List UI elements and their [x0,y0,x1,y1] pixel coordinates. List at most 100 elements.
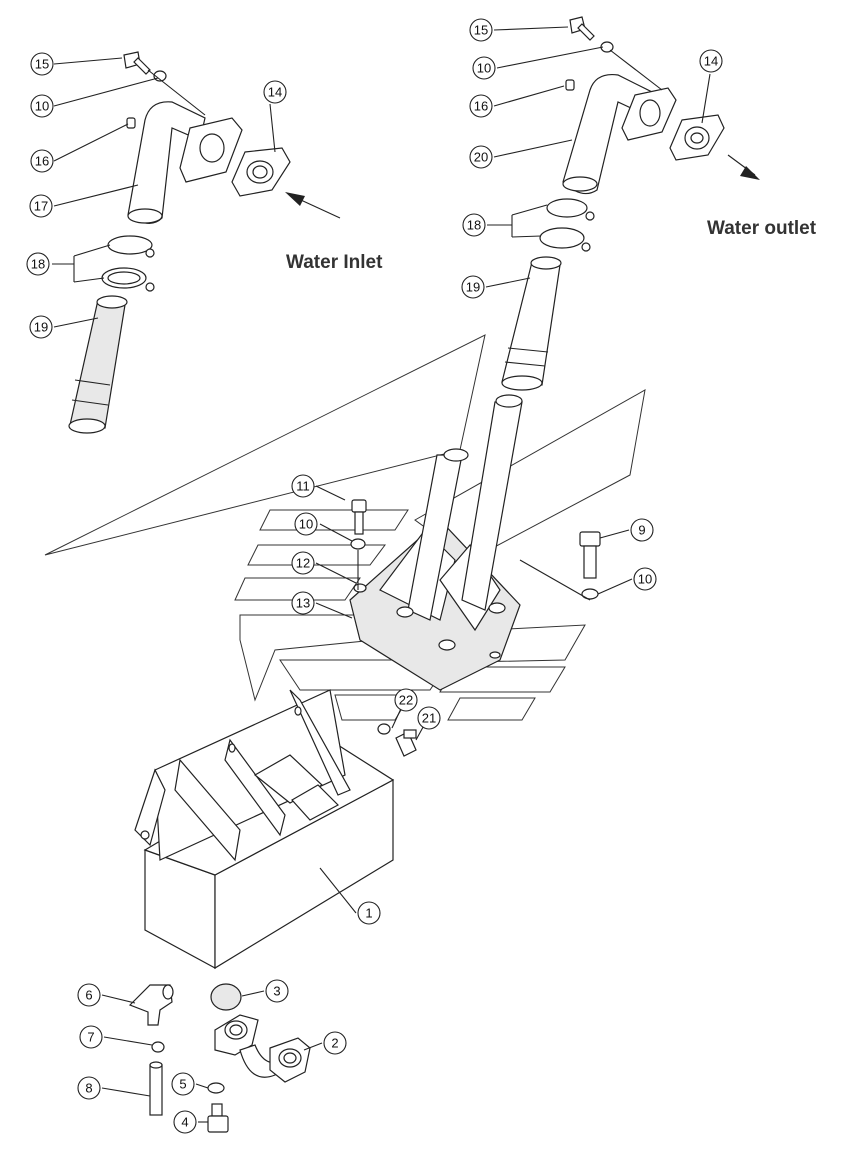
svg-text:2: 2 [331,1036,338,1051]
svg-text:15: 15 [35,57,49,72]
svg-text:20: 20 [474,150,488,165]
svg-text:14: 14 [704,54,718,69]
outlet-bolt-line [609,49,663,91]
callout-1: 1 [357,901,381,925]
cylinder-head-manifold [349,394,523,691]
callout-17: 17 [29,194,53,218]
plug-washer-22 [377,723,391,735]
callout-21: 21 [417,706,441,730]
outlet-gasket [669,114,725,161]
callout-18-outlet: 18 [462,213,486,237]
svg-text:22: 22 [399,693,413,708]
svg-text:19: 19 [466,280,480,295]
callout-14-inlet: 14 [263,80,287,104]
outlet-bolt [569,16,595,41]
callout-20: 20 [469,145,493,169]
bolt-4 [207,1103,229,1133]
plug-3 [210,983,242,1011]
svg-text:7: 7 [87,1030,94,1045]
svg-text:10: 10 [35,99,49,114]
svg-text:4: 4 [181,1115,188,1130]
svg-text:10: 10 [299,517,313,532]
leader-lines [52,26,711,1123]
svg-text:18: 18 [467,218,481,233]
svg-text:12: 12 [296,556,310,571]
svg-text:11: 11 [296,479,310,494]
outlet-elbow-pipe [562,73,653,195]
callout-15-outlet: 15 [469,18,493,42]
water-inlet-label: Water Inlet [286,252,383,273]
water-pipe-2 [214,1014,311,1083]
svg-text:18: 18 [31,257,45,272]
callout-13: 13 [291,591,315,615]
callout-11: 11 [291,474,315,498]
svg-text:10: 10 [638,572,652,587]
svg-text:17: 17 [34,199,48,214]
svg-text:16: 16 [35,154,49,169]
ghost-engine-outline [44,334,646,721]
cock-valve-6 [128,984,174,1026]
outlet-hose-clamps [539,198,595,252]
water-outlet-label: Water outlet [707,218,817,239]
bolt-11 [351,499,367,535]
svg-text:3: 3 [273,984,280,999]
callout-12: 12 [291,551,315,575]
svg-text:13: 13 [296,596,310,611]
outlet-arrow-icon [727,154,760,180]
svg-text:8: 8 [85,1081,92,1096]
svg-text:1: 1 [365,906,372,921]
callout-18-inlet: 18 [26,252,50,276]
outlet-pin [565,79,575,91]
callout-9: 9 [630,518,654,542]
inlet-elbow-pipe [127,101,206,224]
callout-16-outlet: 16 [469,94,493,118]
callout-14-outlet: 14 [699,49,723,73]
inlet-bolt [123,51,151,75]
svg-text:16: 16 [474,99,488,114]
callout-3: 3 [265,979,289,1003]
svg-text:19: 19 [34,320,48,335]
outlet-hose [501,256,562,391]
tube-8 [149,1061,163,1116]
callout-8: 8 [77,1076,101,1100]
callout-19-inlet: 19 [29,315,53,339]
inlet-bolt-line [147,69,206,116]
svg-text:10: 10 [477,61,491,76]
svg-text:21: 21 [422,711,436,726]
inlet-flange [179,117,243,183]
washer-5 [207,1082,225,1094]
bolt-9-line [519,559,591,601]
callout-10-outlet: 10 [472,56,496,80]
callout-7: 7 [79,1025,103,1049]
callout-6: 6 [77,983,101,1007]
outlet-flange [621,87,677,141]
inlet-hose [68,295,128,434]
callout-2: 2 [323,1031,347,1055]
callout-16-inlet: 16 [30,149,54,173]
callout-22: 22 [394,688,418,712]
water-tank [134,689,395,970]
callout-10-center: 10 [294,512,318,536]
callout-5: 5 [171,1072,195,1096]
callout-10-inlet: 10 [30,94,54,118]
callout-15-inlet: 15 [30,52,54,76]
washer-10-d [581,588,599,600]
svg-text:6: 6 [85,988,92,1003]
callout-19-outlet: 19 [461,275,485,299]
inlet-hose-clamps [101,235,155,292]
svg-text:9: 9 [638,523,645,538]
callout-10-right: 10 [633,567,657,591]
bolt-9 [579,531,601,579]
clip-7 [151,1041,165,1053]
svg-text:5: 5 [179,1077,186,1092]
svg-text:15: 15 [474,23,488,38]
drain-plug-21 [395,729,417,757]
svg-text:14: 14 [268,85,282,100]
inlet-arrow-icon [285,192,341,219]
inlet-pin [126,117,136,129]
callout-4: 4 [173,1110,197,1134]
inlet-gasket [231,147,291,197]
washer-10-c [350,538,366,550]
